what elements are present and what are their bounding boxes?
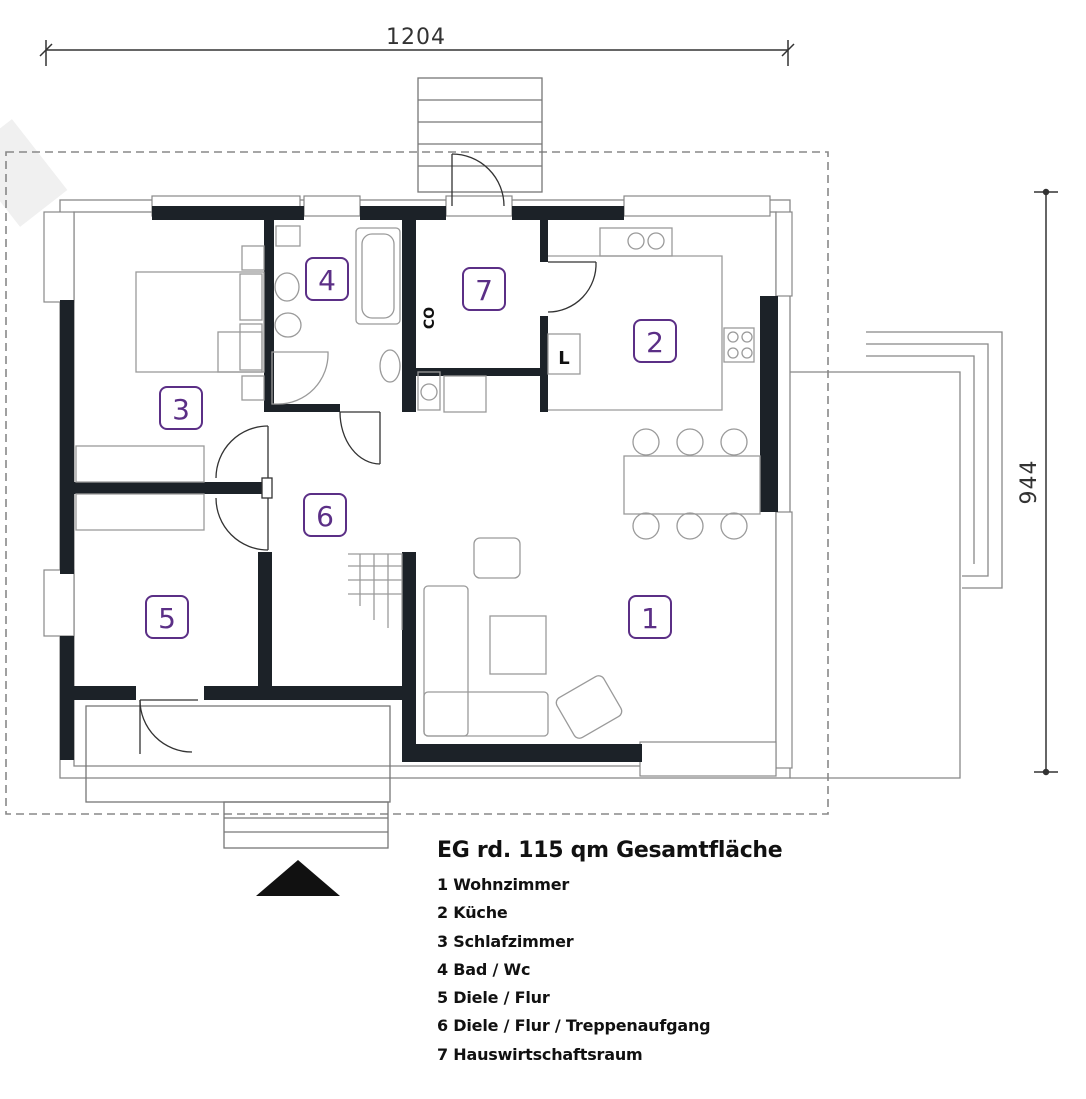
legend-item: 3 Schlafzimmer xyxy=(437,931,574,951)
rear-steps xyxy=(417,77,543,193)
room-number-3: 3 xyxy=(172,393,190,426)
walls xyxy=(60,206,778,762)
legend-item: 7 Hauswirtschaftsraum xyxy=(437,1044,643,1064)
legend-item: 2 Küche xyxy=(437,903,508,923)
width-dimension xyxy=(39,40,795,66)
room-numbers xyxy=(145,257,677,639)
room-number-1: 1 xyxy=(641,602,659,635)
room-number-6: 6 xyxy=(316,500,334,533)
bed xyxy=(135,271,265,373)
entrance-arrow-icon xyxy=(256,860,340,896)
legend-title: EG rd. 115 qm Gesamtfläche xyxy=(437,838,783,863)
legend-item: 1 Wohnzimmer xyxy=(437,875,570,894)
furniture xyxy=(75,225,761,739)
room-number-5: 5 xyxy=(158,602,176,635)
doors xyxy=(139,153,597,754)
depth-dimension-label: 944 xyxy=(1017,460,1042,505)
l-mark: L xyxy=(558,348,569,369)
depth-dimension xyxy=(1034,188,1058,776)
co-mark: CO xyxy=(422,307,438,329)
room-number-7: 7 xyxy=(475,274,493,307)
legend-item: 6 Diele / Flur / Treppenaufgang xyxy=(437,1016,711,1036)
width-dimension-label: 1204 xyxy=(386,25,446,50)
room-number-2: 2 xyxy=(646,326,664,359)
terrace xyxy=(790,331,1003,779)
wall-stub xyxy=(261,477,273,499)
legend-item: 4 Bad / Wc xyxy=(437,959,531,979)
legend: EG rd. 115 qm Gesamtfläche 1 Wohnzimmer … xyxy=(437,838,783,1069)
roof-outline xyxy=(5,151,829,815)
room-number-4: 4 xyxy=(318,264,336,297)
legend-item: 5 Diele / Flur xyxy=(437,988,550,1008)
front-porch xyxy=(85,705,391,849)
